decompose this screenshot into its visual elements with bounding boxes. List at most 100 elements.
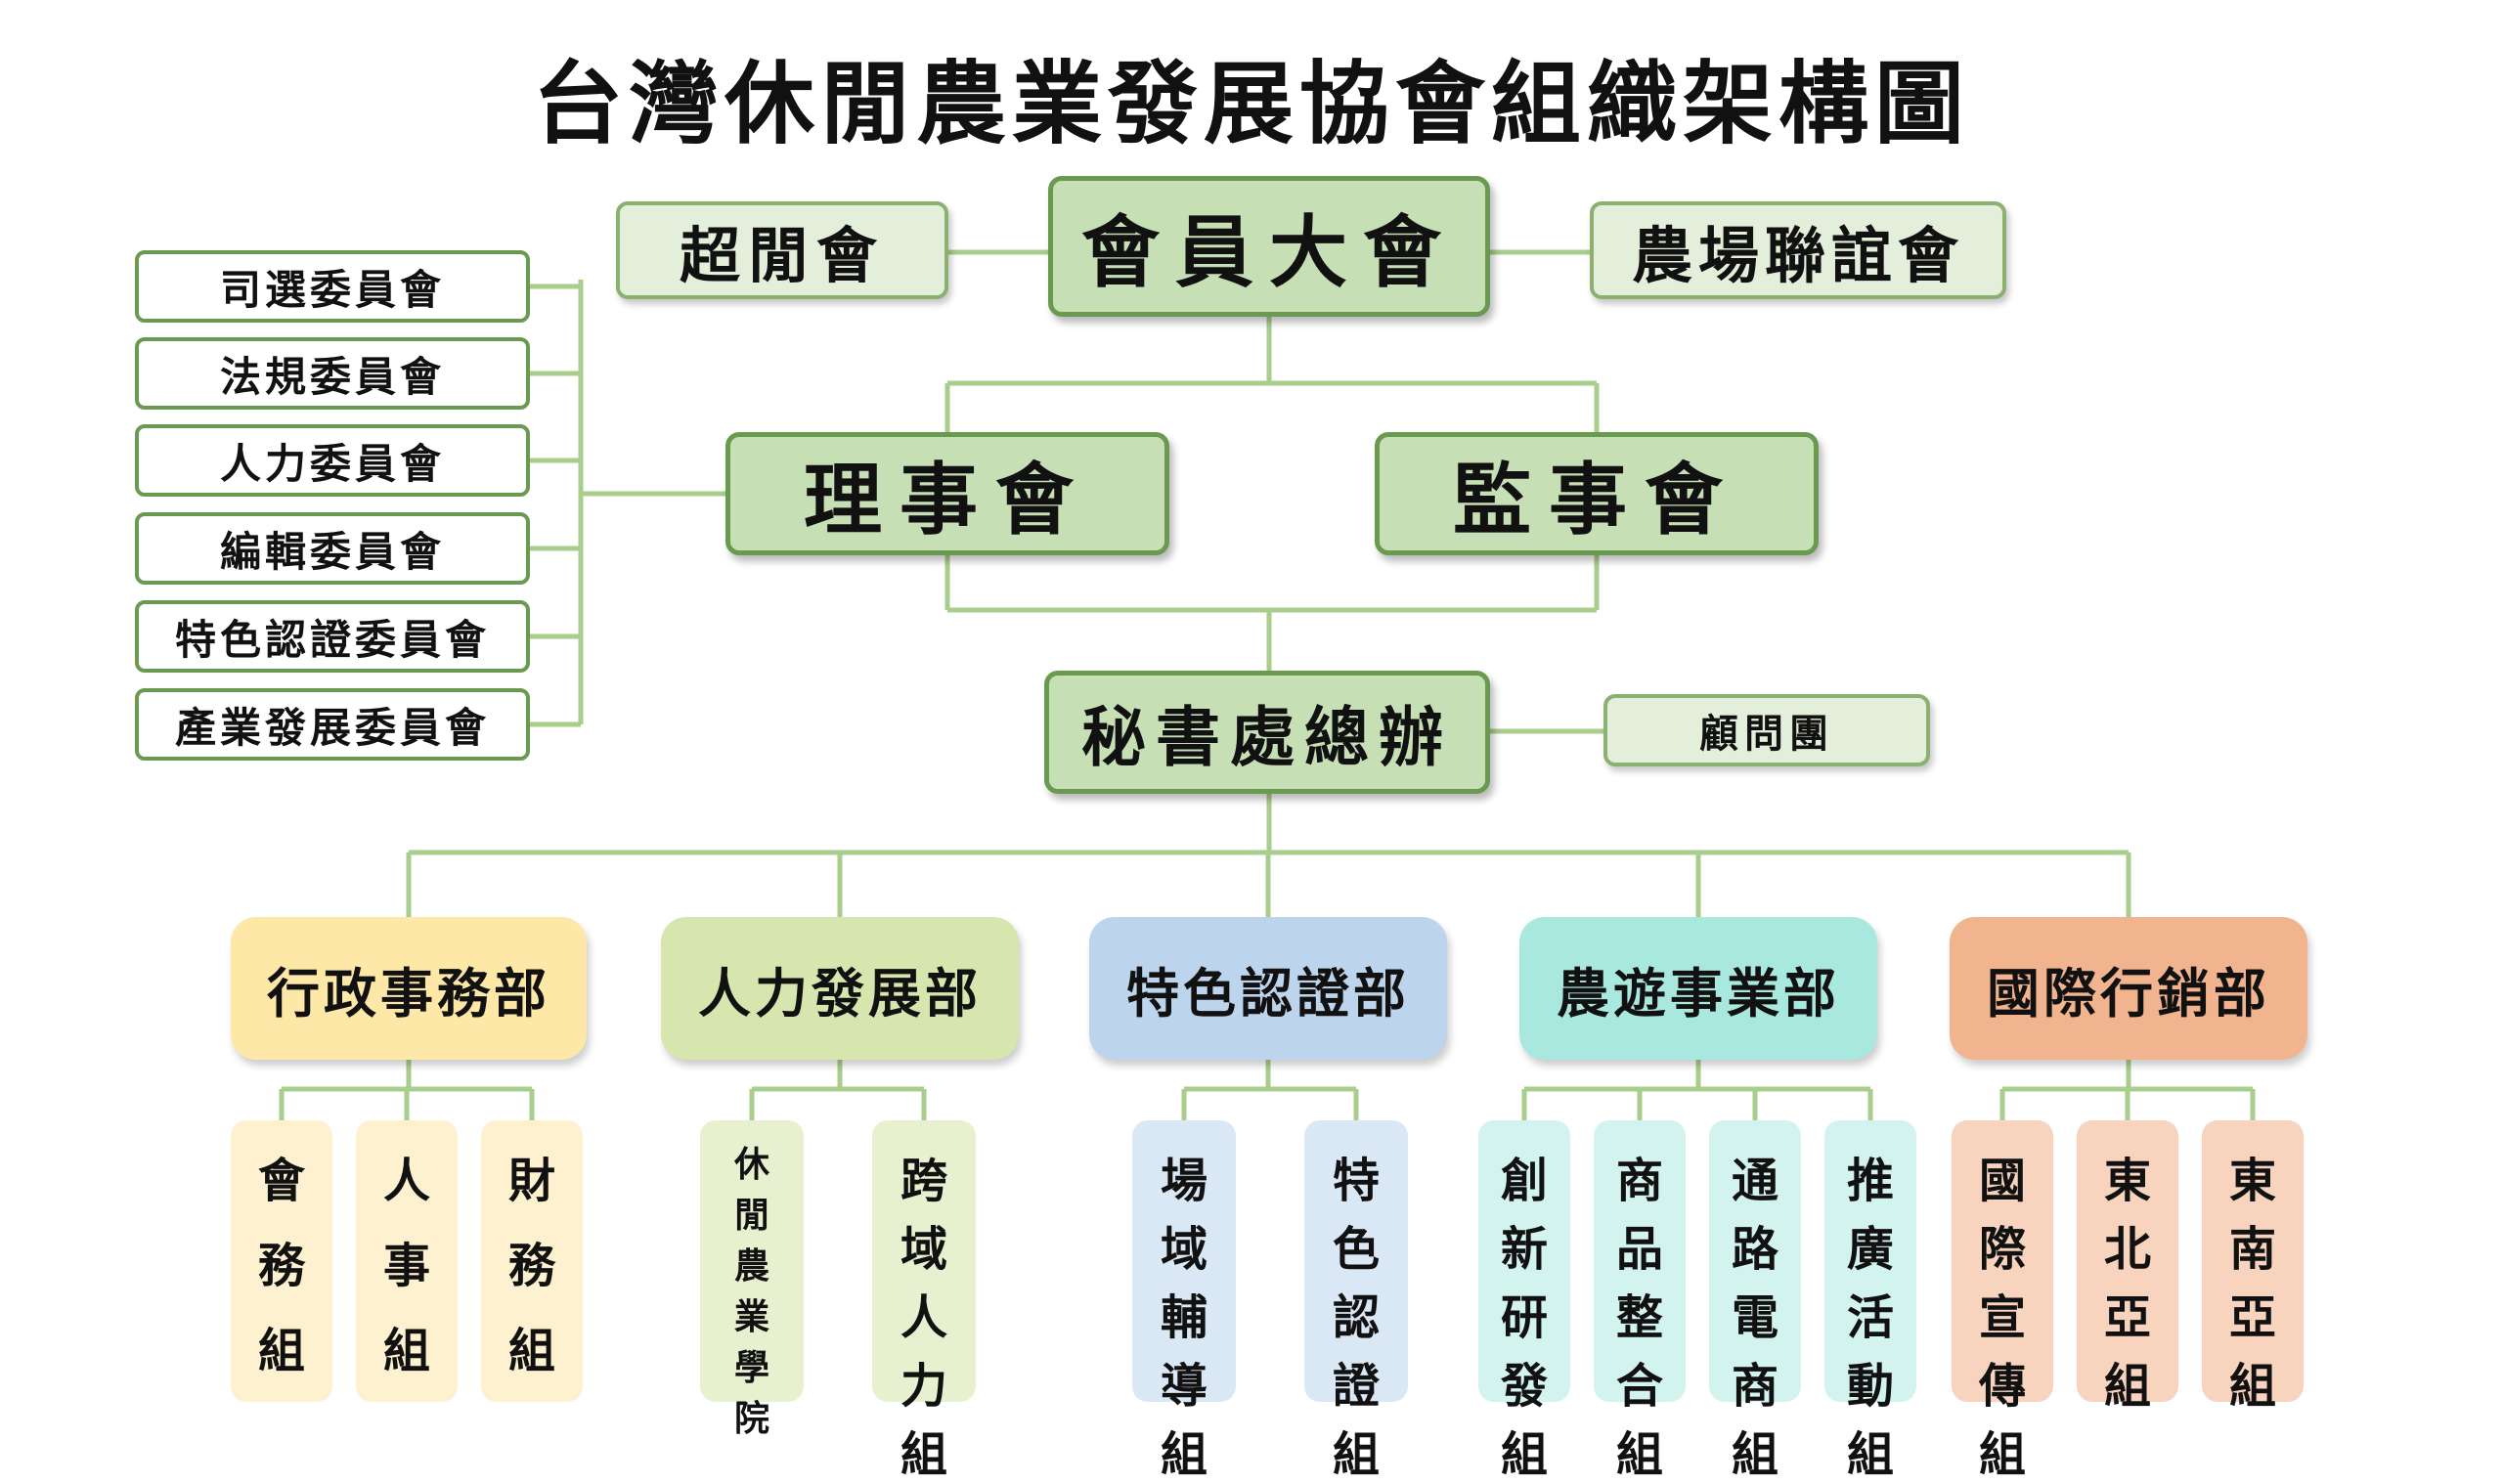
sub-group-char: 組 xyxy=(1978,1427,2026,1482)
supervisors-label: 監事會 xyxy=(1453,454,1740,546)
sub-group-char: 財 xyxy=(507,1154,555,1208)
sub-group-char: 院 xyxy=(733,1398,769,1439)
sub-group-char: 特 xyxy=(1332,1154,1380,1208)
advisors-label: 顧問團 xyxy=(1699,711,1834,757)
sub-group: 創新研發組 xyxy=(1478,1120,1570,1482)
dept-agritourism: 農遊事業部 xyxy=(1519,917,1877,1060)
supervisors-box: 監事會 xyxy=(1375,432,1819,555)
sub-group-char: 組 xyxy=(507,1324,555,1378)
sub-group-char: 人 xyxy=(900,1290,947,1345)
sub-group-char: 組 xyxy=(1332,1427,1380,1482)
sub-group-char: 電 xyxy=(1731,1290,1778,1345)
sub-group-char: 亞 xyxy=(2228,1290,2276,1345)
sub-group-char: 創 xyxy=(1500,1154,1548,1208)
sub-group-char: 務 xyxy=(257,1239,305,1293)
sub-group-char: 南 xyxy=(2228,1222,2276,1277)
committee-label: 人力委員會 xyxy=(219,439,445,488)
sub-group: 跨域人力組 xyxy=(872,1120,976,1482)
general-assembly-box: 會員大會 xyxy=(1048,176,1490,317)
sub-group-char: 路 xyxy=(1731,1222,1778,1277)
connector-lines xyxy=(279,249,2256,1120)
advisors-box: 顧問團 xyxy=(1603,694,1930,766)
sub-group-char: 東 xyxy=(2103,1154,2151,1208)
sub-group: 推廣活動組 xyxy=(1824,1120,1916,1482)
sub-group-char: 場 xyxy=(1160,1154,1208,1208)
sub-group: 場域輔導組 xyxy=(1132,1120,1236,1482)
directors-label: 理事會 xyxy=(804,454,1091,546)
sub-group: 特色認證組 xyxy=(1304,1120,1408,1482)
dept-label: 人力發展部 xyxy=(698,961,982,1025)
sub-group-char: 會 xyxy=(257,1154,305,1208)
sub-group-char: 組 xyxy=(2228,1359,2276,1414)
sub-group: 商品整合組 xyxy=(1594,1120,1686,1482)
dept-label: 國際行銷部 xyxy=(1987,961,2270,1025)
sub-group-char: 閒 xyxy=(733,1195,769,1236)
sub-group-char: 證 xyxy=(1332,1359,1380,1414)
committee-label: 特色認證委員會 xyxy=(174,615,490,664)
right-side-label: 農場聯誼會 xyxy=(1631,220,1964,291)
sub-group-char: 研 xyxy=(1500,1290,1548,1345)
sub-group-char: 農 xyxy=(733,1245,769,1287)
sub-group-char: 際 xyxy=(1978,1222,2026,1277)
sub-group-char: 組 xyxy=(382,1324,430,1378)
sub-group-char: 學 xyxy=(733,1347,769,1388)
dept-certification: 特色認證部 xyxy=(1089,917,1447,1060)
sub-group: 國際宣傳組 xyxy=(1952,1120,2053,1482)
sub-group-char: 跨 xyxy=(900,1154,947,1208)
committee-item: 產業發展委員會 xyxy=(135,688,530,761)
sub-group: 東南亞組 xyxy=(2202,1120,2304,1414)
committee-label: 產業發展委員會 xyxy=(174,703,490,752)
sub-group-char: 合 xyxy=(1615,1359,1663,1414)
right-side-box: 農場聯誼會 xyxy=(1590,201,2006,299)
sub-group-char: 商 xyxy=(1615,1154,1663,1208)
left-side-label: 超閒會 xyxy=(679,220,885,291)
sub-group-char: 廣 xyxy=(1846,1222,1894,1277)
sub-group-char: 傳 xyxy=(1978,1359,2026,1414)
sub-group-char: 動 xyxy=(1846,1359,1894,1414)
sub-group-char: 品 xyxy=(1615,1222,1663,1277)
sub-group-char: 整 xyxy=(1615,1290,1663,1345)
sub-group-char: 新 xyxy=(1500,1222,1548,1277)
sub-group-char: 組 xyxy=(1846,1427,1894,1482)
committee-item: 司選委員會 xyxy=(135,250,530,323)
sub-group-char: 商 xyxy=(1731,1359,1778,1414)
sub-group-char: 組 xyxy=(1160,1427,1208,1482)
sub-group: 人事組 xyxy=(356,1120,458,1402)
dept-label: 農遊事業部 xyxy=(1557,961,1840,1025)
sub-group-char: 組 xyxy=(2103,1359,2151,1414)
sub-group-char: 發 xyxy=(1500,1359,1548,1414)
sub-group-char: 宣 xyxy=(1978,1290,2026,1345)
sub-group-char: 導 xyxy=(1160,1359,1208,1414)
sub-group-char: 國 xyxy=(1978,1154,2026,1208)
sub-group-char: 組 xyxy=(1731,1427,1778,1482)
sub-group-char: 務 xyxy=(507,1239,555,1293)
sub-group-char: 力 xyxy=(900,1359,947,1414)
sub-group-char: 色 xyxy=(1332,1222,1380,1277)
sub-group-char: 活 xyxy=(1846,1290,1894,1345)
committee-item: 特色認證委員會 xyxy=(135,600,530,673)
sub-group: 財務組 xyxy=(481,1120,583,1402)
secretariat-label: 秘書處總辦 xyxy=(1081,699,1453,775)
sub-group-char: 東 xyxy=(2228,1154,2276,1208)
committee-item: 編輯委員會 xyxy=(135,512,530,585)
directors-box: 理事會 xyxy=(725,432,1169,555)
sub-group-char: 推 xyxy=(1846,1154,1894,1208)
sub-group-char: 休 xyxy=(733,1144,769,1185)
sub-group-char: 事 xyxy=(382,1239,430,1293)
sub-group: 休閒農業學院 xyxy=(700,1120,804,1439)
dept-intl-marketing: 國際行銷部 xyxy=(1950,917,2307,1060)
committee-item: 法規委員會 xyxy=(135,337,530,410)
committee-label: 編輯委員會 xyxy=(219,527,445,576)
general-assembly-label: 會員大會 xyxy=(1081,206,1457,298)
secretariat-box: 秘書處總辦 xyxy=(1044,671,1490,794)
sub-group: 通路電商組 xyxy=(1709,1120,1801,1482)
sub-group-char: 人 xyxy=(382,1154,430,1208)
sub-group-char: 通 xyxy=(1731,1154,1778,1208)
sub-group-char: 輔 xyxy=(1160,1290,1208,1345)
sub-group-char: 域 xyxy=(1160,1222,1208,1277)
dept-hr-development: 人力發展部 xyxy=(661,917,1019,1060)
sub-group: 東北亞組 xyxy=(2077,1120,2178,1414)
sub-group: 會務組 xyxy=(231,1120,332,1402)
sub-group-char: 組 xyxy=(1615,1427,1663,1482)
sub-group-char: 組 xyxy=(257,1324,305,1378)
